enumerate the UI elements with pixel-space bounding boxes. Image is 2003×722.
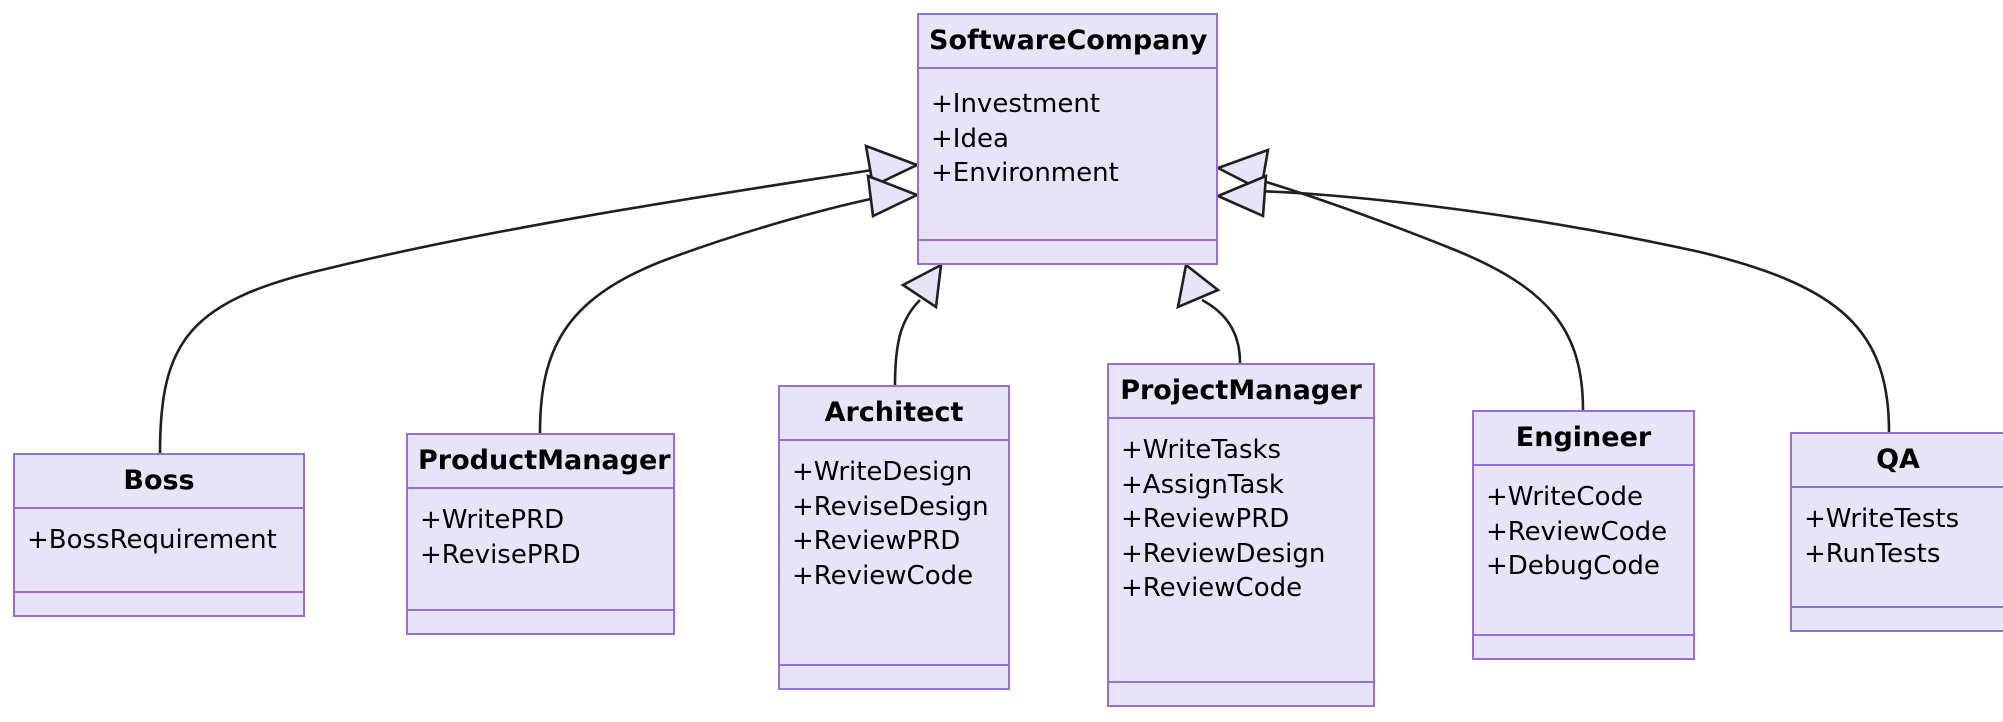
class-box-softwarecompany[interactable]: SoftwareCompany +Investment +Idea +Envir… (917, 13, 1218, 265)
arrowhead-architect (900, 262, 943, 310)
class-methods-softwarecompany (919, 241, 1216, 263)
attribute-row: +ReviewPRD (1121, 504, 1290, 535)
class-methods-architect (780, 666, 1008, 688)
attribute-row: +ReviewDesign (1121, 538, 1326, 569)
class-methods-projectmanager (1109, 683, 1373, 705)
arrowhead-projectmanager (1176, 262, 1221, 310)
class-attributes-architect: +WriteDesign +ReviseDesign +ReviewPRD +R… (780, 441, 1008, 666)
attribute-row: +ReviewCode (792, 560, 974, 591)
attribute-row: +WriteTests (1804, 504, 1960, 534)
class-attributes-projectmanager: +WriteTasks +AssignTask +ReviewPRD +Revi… (1109, 419, 1373, 683)
attribute-row: +WritePRD (420, 505, 565, 535)
attribute-row: +WriteCode (1486, 482, 1643, 512)
arrowhead-boss (864, 143, 921, 188)
edge-architect-to-softwarecompany (893, 299, 921, 386)
attribute-row: +ReviewCode (1121, 573, 1303, 604)
arrowhead-qa (1214, 173, 1268, 218)
class-methods-qa (1792, 608, 2003, 630)
class-box-productmanager[interactable]: ProductManager +WritePRD +RevisePRD (406, 433, 675, 635)
class-box-projectmanager[interactable]: ProjectManager +WriteTasks +AssignTask +… (1107, 363, 1375, 707)
arrowhead-engineer (1214, 148, 1270, 192)
attribute-row: +Environment (931, 158, 1119, 189)
class-title-qa: QA (1792, 434, 2003, 488)
attribute-row: +BossRequirement (27, 525, 277, 555)
class-title-softwarecompany: SoftwareCompany (919, 15, 1216, 69)
class-box-boss[interactable]: Boss +BossRequirement (13, 453, 305, 617)
attribute-row: +RunTests (1804, 538, 1941, 569)
attribute-row: +AssignTask (1121, 469, 1284, 500)
attribute-row: +WriteDesign (792, 457, 973, 487)
attribute-row: +ReviewPRD (792, 526, 961, 557)
attribute-row: +RevisePRD (420, 539, 581, 570)
attribute-row: +Idea (931, 123, 1009, 154)
class-title-productmanager: ProductManager (408, 435, 673, 489)
arrowhead-productmanager (866, 174, 921, 218)
class-attributes-qa: +WriteTests +RunTests (1792, 488, 2003, 608)
edge-boss-to-softwarecompany (158, 166, 886, 454)
class-box-qa[interactable]: QA +WriteTests +RunTests (1790, 432, 2003, 632)
class-box-architect[interactable]: Architect +WriteDesign +ReviseDesign +Re… (778, 385, 1010, 690)
class-attributes-boss: +BossRequirement (15, 509, 303, 593)
attribute-row: +ReviseDesign (792, 491, 989, 522)
class-title-boss: Boss (15, 455, 303, 509)
class-title-architect: Architect (780, 387, 1008, 441)
edge-projectmanager-to-softwarecompany (1201, 298, 1242, 364)
attribute-row: +WriteTasks (1121, 435, 1282, 465)
class-title-engineer: Engineer (1474, 412, 1693, 466)
class-methods-productmanager (408, 611, 673, 633)
class-methods-boss (15, 593, 303, 615)
class-methods-engineer (1474, 636, 1693, 658)
attribute-row: +ReviewCode (1486, 516, 1668, 547)
attribute-row: +DebugCode (1486, 551, 1660, 582)
class-box-engineer[interactable]: Engineer +WriteCode +ReviewCode +DebugCo… (1472, 410, 1695, 660)
class-title-projectmanager: ProjectManager (1109, 365, 1373, 419)
class-attributes-productmanager: +WritePRD +RevisePRD (408, 489, 673, 611)
attribute-row: +Investment (931, 89, 1101, 119)
class-attributes-softwarecompany: +Investment +Idea +Environment (919, 69, 1216, 241)
class-attributes-engineer: +WriteCode +ReviewCode +DebugCode (1474, 466, 1693, 636)
